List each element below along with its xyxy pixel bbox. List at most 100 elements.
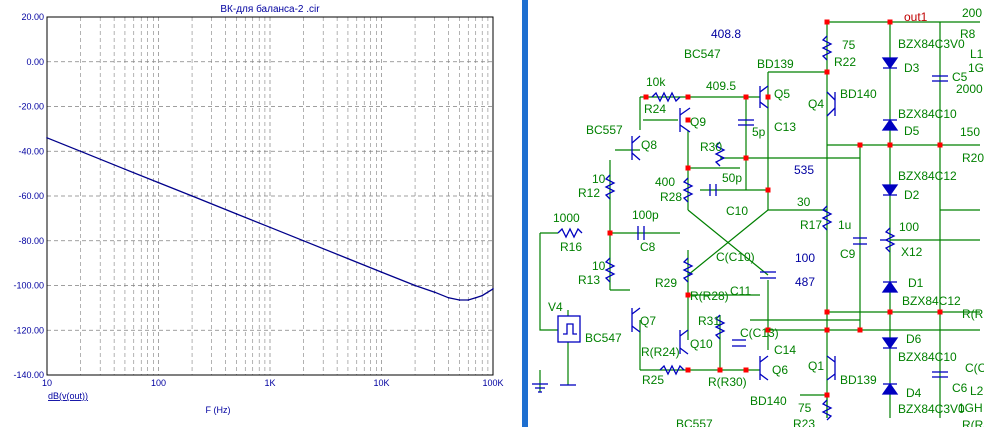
schematic-label-q5[interactable]: Q5 [774,87,790,101]
schematic-label-r29[interactable]: R29 [655,276,677,290]
trace-line[interactable] [46,137,494,301]
schematic-label-ghz2[interactable]: 1GH [958,401,983,415]
schematic-label-bd140t[interactable]: BD140 [840,87,877,101]
schematic-label-r25[interactable]: R25 [642,373,664,387]
zener-diodes [881,57,899,395]
schematic-label-r30v[interactable]: 30 [797,195,811,209]
schematic-label-r22[interactable]: R22 [834,55,856,69]
trace-point [124,168,126,170]
y-tick-label: -100.00 [13,281,44,291]
schematic-label-rr24[interactable]: R(R24) [641,345,680,359]
schematic-label-d5[interactable]: D5 [904,124,920,138]
schematic-label-r12[interactable]: R12 [578,186,600,200]
schematic-label-c5p[interactable]: 5p [752,125,766,139]
schematic-label-out1[interactable]: out1 [904,10,928,24]
schematic-label-rr28[interactable]: R(R28) [690,289,729,303]
wire-node [857,327,863,333]
schematic-label-v2000[interactable]: 2000 [956,82,983,96]
schematic-label-r10k[interactable]: 10k [646,75,666,89]
schematic-label-r30[interactable]: R30 [700,140,722,154]
schematic-label-r100[interactable]: 100 [899,220,919,234]
schematic-label-bzx1[interactable]: BZX84C3V0 [898,37,965,51]
schematic-label-c100p[interactable]: 100p [632,208,659,222]
schematic-label-c9[interactable]: C9 [840,247,856,261]
schematic-label-r8[interactable]: R8 [960,27,976,41]
schematic-label-r150[interactable]: 150 [960,125,980,139]
schematic-canvas[interactable]: 408.8BC547BD13910k409.5R24Q9Q5BC557Q85pC… [528,0,984,427]
schematic-label-bc547t[interactable]: BC547 [684,47,721,61]
schematic-label-c6[interactable]: C6 [952,381,968,395]
schematic-label-r17[interactable]: R17 [800,218,822,232]
schematic-label-c1u[interactable]: 1u [838,218,851,232]
wire-node [937,309,943,315]
schematic-label-r16[interactable]: R16 [560,240,582,254]
trace-point [414,284,416,287]
schematic-label-n487[interactable]: 487 [795,275,815,289]
schematic-label-c14[interactable]: C14 [774,343,796,357]
schematic-label-cc10[interactable]: C(C10) [716,250,755,264]
schematic-label-q1[interactable]: Q1 [808,359,824,373]
schematic-label-l2[interactable]: L2 [970,384,984,398]
schematic-label-n409[interactable]: 409.5 [706,79,736,93]
schematic-label-c13[interactable]: C13 [774,120,796,134]
schematic-label-d6[interactable]: D6 [906,332,922,346]
schematic-label-bc547b[interactable]: BC547 [585,331,622,345]
schematic-label-r20[interactable]: R20 [962,151,984,165]
schematic-label-bzx3[interactable]: BZX84C12 [898,169,957,183]
schematic-label-r400[interactable]: 400 [655,175,675,189]
schematic-label-c50p[interactable]: 50p [722,171,742,185]
schematic-label-q7[interactable]: Q7 [640,314,656,328]
schematic-label-d3[interactable]: D3 [904,61,920,75]
schematic-label-r75b[interactable]: 75 [798,401,812,415]
schematic-label-bd139t[interactable]: BD139 [757,57,794,71]
schematic-label-v4[interactable]: V4 [548,300,563,314]
schematic-label-q6[interactable]: Q6 [772,363,788,377]
schematic-label-c5[interactable]: C5 [952,70,968,84]
schematic-label-c11[interactable]: C11 [730,284,751,298]
pane-splitter[interactable] [522,0,528,427]
schematic-label-q8[interactable]: Q8 [641,138,657,152]
schematic-label-rr8[interactable]: R(R8) [962,418,984,427]
schematic-label-ghz1[interactable]: 1GH [968,61,984,75]
schematic-label-bzx2[interactable]: BZX84C10 [898,107,957,121]
schematic-label-q4[interactable]: Q4 [808,97,824,111]
schematic-label-d4[interactable]: D4 [906,386,922,400]
schematic-label-cc13[interactable]: C(C13) [740,326,779,340]
schematic-label-c10[interactable]: C10 [726,204,748,218]
schematic-label-bd139b[interactable]: BD139 [840,373,877,387]
schematic-label-d2[interactable]: D2 [904,188,920,202]
schematic-label-x12[interactable]: X12 [901,245,923,259]
schematic-label-q10[interactable]: Q10 [690,337,713,351]
schematic-label-d1[interactable]: D1 [908,276,924,290]
schematic-label-c8[interactable]: C8 [640,240,656,254]
schematic-label-rr[interactable]: R(R [962,307,984,321]
y-tick-label: -60.00 [18,191,44,201]
schematic-label-n535[interactable]: 535 [794,163,814,177]
schematic-label-cc5[interactable]: C(C5 [965,361,984,375]
schematic-label-rr30[interactable]: R(R30) [708,375,747,389]
schematic-label-r28[interactable]: R28 [660,190,682,204]
schematic-label-bzx5[interactable]: BZX84C10 [898,350,957,364]
schematic-label-r75a[interactable]: 75 [842,38,856,52]
schematic-label-q9[interactable]: Q9 [690,115,706,129]
schematic-label-r13[interactable]: R13 [578,273,600,287]
schematic-label-r10a[interactable]: 10 [592,172,606,186]
schematic-label-bc557[interactable]: BC557 [586,123,623,137]
trace-layer [46,137,494,301]
schematic-label-bzx6[interactable]: BZX84C3V0 [898,402,965,416]
bode-plot[interactable]: ВК-для баланса-2 .cir 20.000.00-20.00-40… [0,0,522,427]
schematic-label-r23[interactable]: R23 [793,417,815,427]
schematic-label-l1[interactable]: L1 [970,47,984,61]
schematic-label-n408[interactable]: 408.8 [711,27,741,41]
schematic-label-bc557b[interactable]: BC557 [676,417,713,427]
schematic-label-r200[interactable]: 200 [962,6,982,20]
trace-label[interactable]: dB(v(out)) [48,391,88,401]
schematic-label-bzx4[interactable]: BZX84C12 [902,294,961,308]
schematic-label-n100[interactable]: 100 [795,251,815,265]
schematic-label-bd140b[interactable]: BD140 [750,394,787,408]
schematic-label-r1000[interactable]: 1000 [553,211,580,225]
schematic-label-r10b[interactable]: 10 [592,259,606,273]
schematic-label-r31[interactable]: R31 [698,314,720,328]
schematic-label-r24[interactable]: R24 [644,102,666,116]
